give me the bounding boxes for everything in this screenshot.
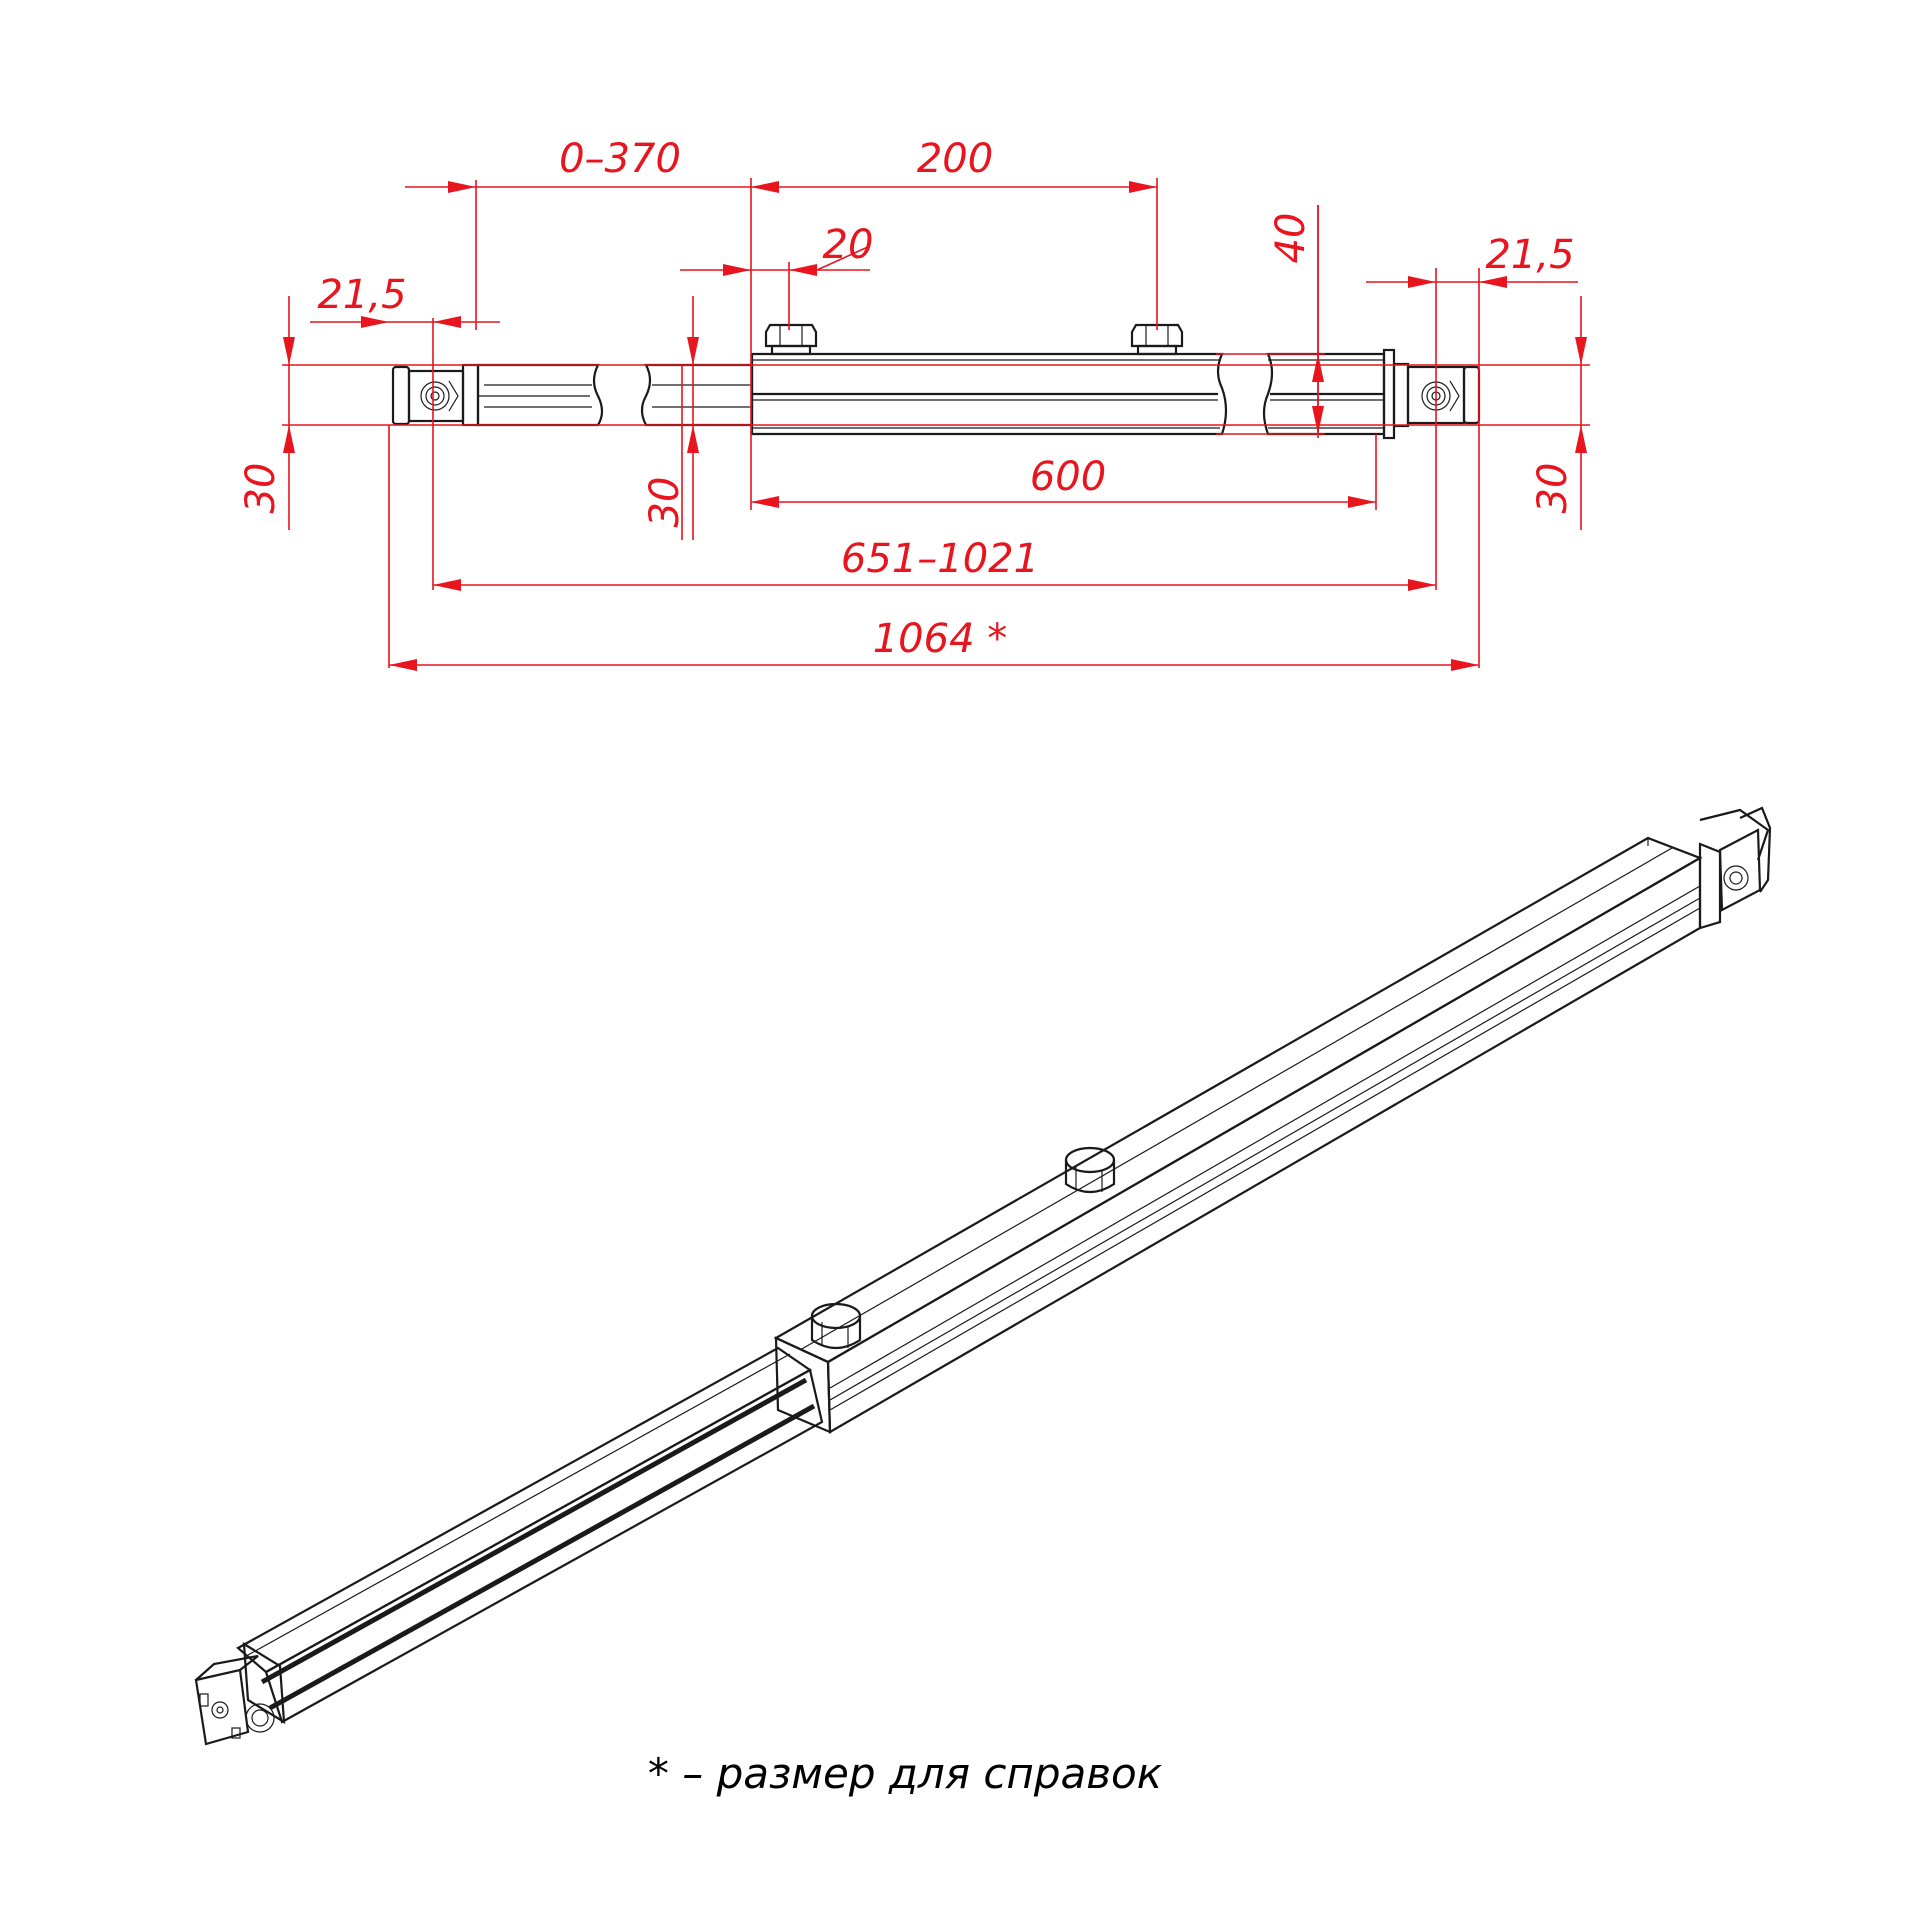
clamp-knob-left [764,323,818,356]
dim-right-end: 21,5 [1485,232,1574,278]
dim-pivot-span: 651–1021 [841,536,1039,582]
dim-height-outer: 40 [1268,213,1314,264]
dim-knob-offset: 20 [823,222,874,268]
dim-height-mid: 30 [642,477,688,528]
dim-knob-spacing: 200 [917,136,993,182]
iso-left-end [194,1641,286,1746]
inner-profile-left [476,363,604,427]
iso-knob-left [810,1302,862,1350]
isometric-view [194,806,1772,1746]
inner-profile-middle [640,363,754,427]
dim-height-right: 30 [1530,463,1576,514]
footnote: * – размер для справок [648,1749,1163,1798]
dim-height-left: 30 [238,463,284,514]
dim-outer-tube: 600 [1030,454,1106,500]
left-end-fitting [391,363,480,427]
iso-outer-tube [773,836,1703,1434]
iso-inner-profile [236,1346,824,1724]
iso-right-end [1698,806,1772,930]
dimensions: 0–370 200 20 21,5 21,5 40 30 [238,136,1590,671]
dim-overall-length: 1064 * [873,616,1008,662]
clamp-knob-right [1130,323,1184,356]
side-view [391,323,1481,440]
dim-left-end: 21,5 [317,272,406,318]
outer-tube [750,348,1396,440]
iso-knob-right [1064,1146,1116,1194]
dim-stroke-range: 0–370 [559,136,681,182]
